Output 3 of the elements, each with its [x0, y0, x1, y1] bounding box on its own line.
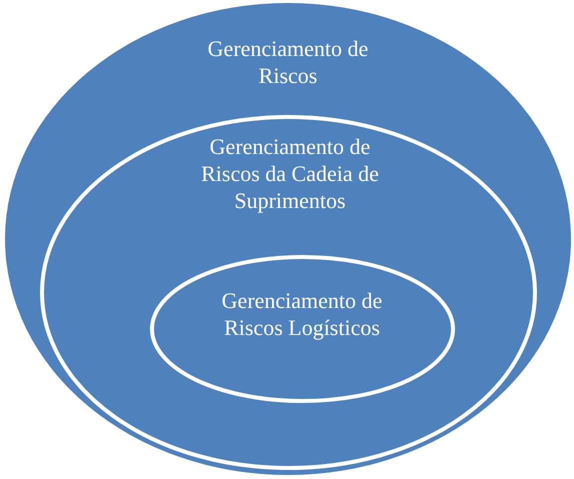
region-label: Gerenciamento de Riscos Logísticos	[220, 287, 384, 341]
region-label: Gerenciamento de Riscos da Cadeia de Suprimentos	[200, 133, 380, 214]
region-label: Gerenciamento de Riscos	[206, 35, 370, 89]
